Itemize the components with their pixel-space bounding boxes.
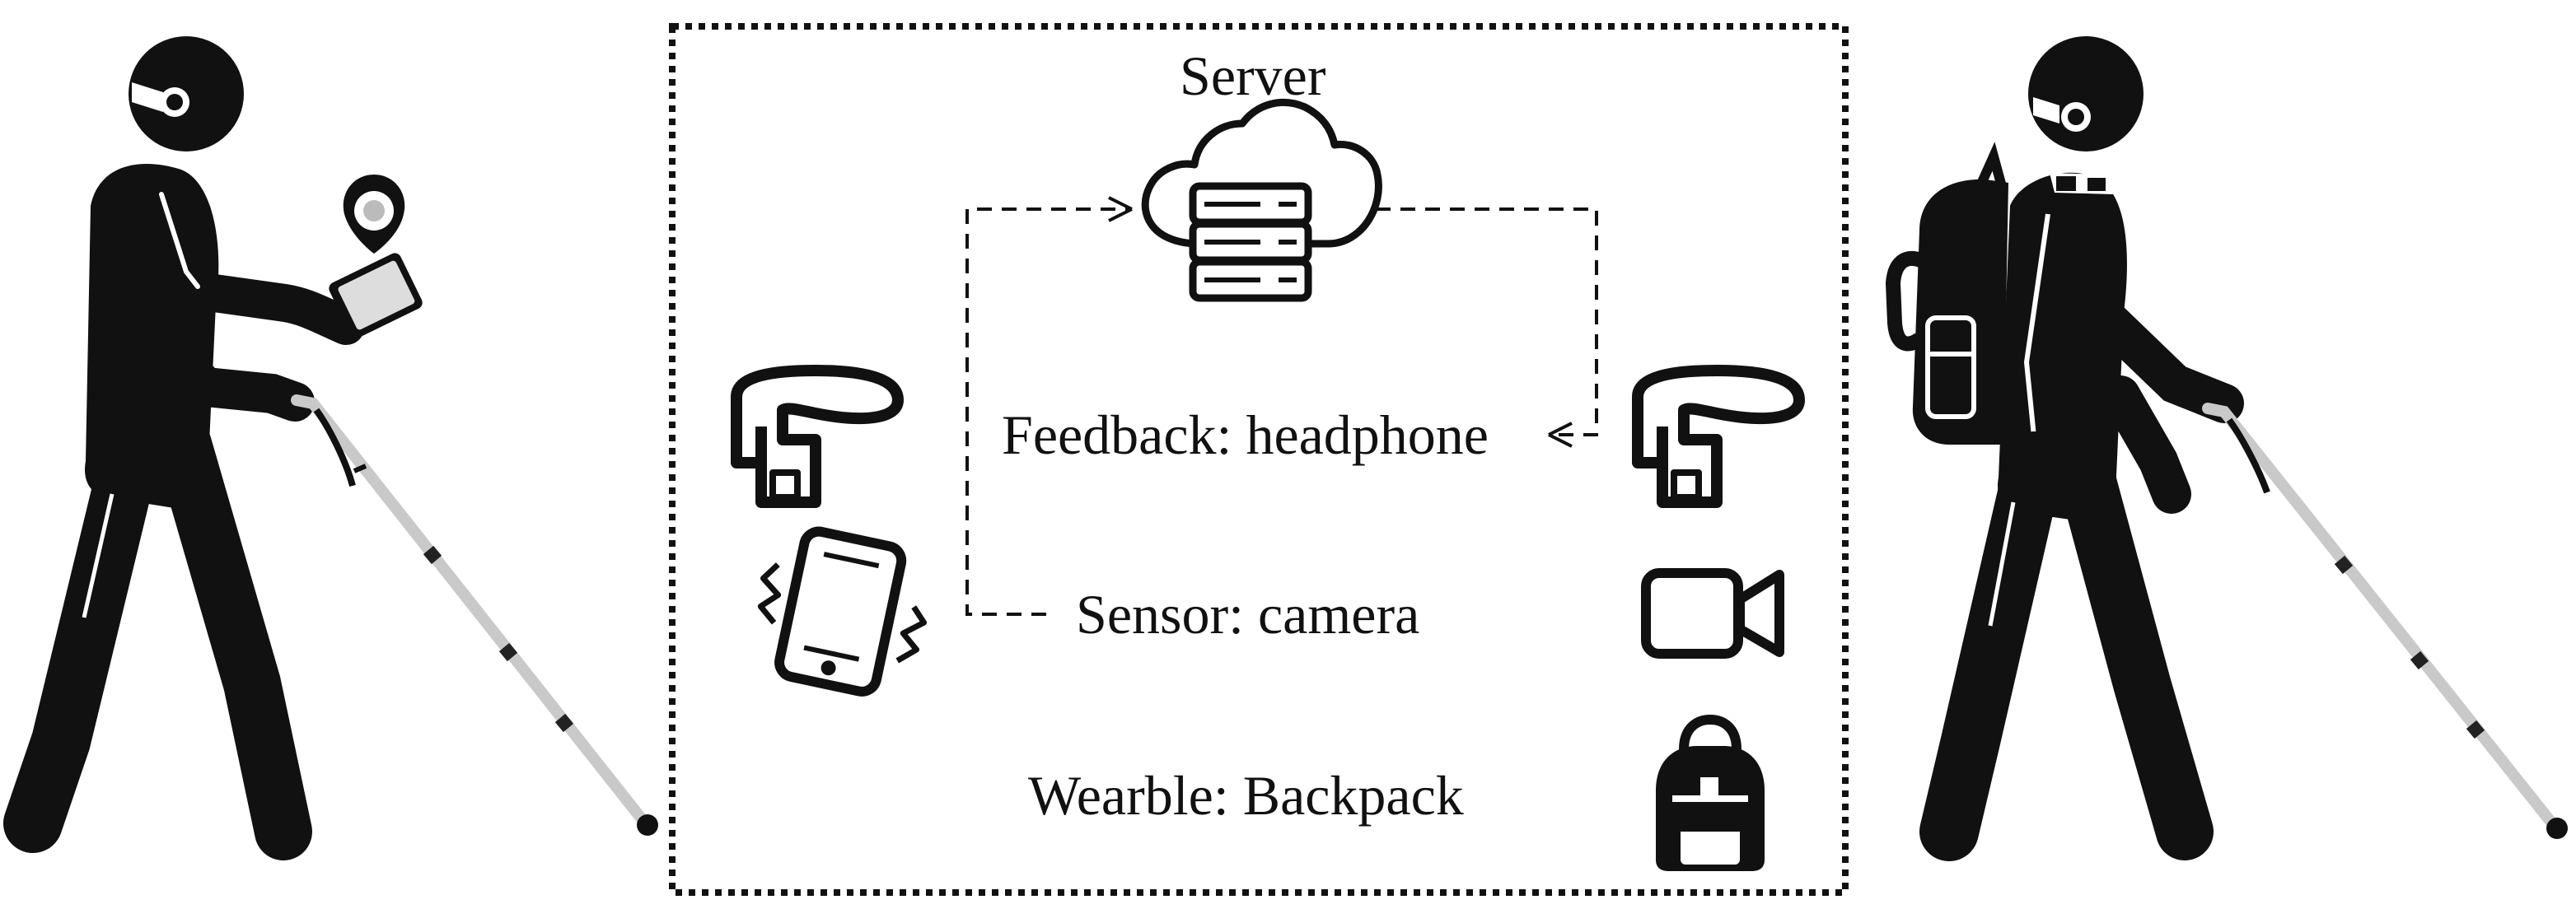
feedback-label: Feedback: headphone: [1002, 403, 1489, 466]
headphone-icon: [731, 365, 904, 508]
server-to-feedback-path: [1376, 207, 1598, 436]
video-camera-icon: [1641, 568, 1784, 659]
person-with-phone-and-cane: [3, 36, 658, 860]
person-with-backpack-and-cane: [1885, 36, 2568, 861]
sensor-to-server-path: [965, 207, 1130, 616]
sensor-label: Sensor: camera: [1076, 583, 1420, 646]
wearable-label: Wearble: Backpack: [1028, 764, 1464, 827]
data-flow-connectors: [965, 196, 1598, 616]
vibrating-phone-icon: [757, 526, 928, 697]
server-label: Server: [1180, 44, 1326, 107]
headphone-icon: [1632, 365, 1805, 508]
server-to-feedback-arrowhead: [1548, 422, 1573, 436]
cloud-server-icon: [1141, 98, 1382, 302]
system-frame: [669, 23, 1849, 896]
sensor-to-server-arrowhead: [1108, 196, 1133, 211]
backpack-icon: [1656, 714, 1765, 871]
